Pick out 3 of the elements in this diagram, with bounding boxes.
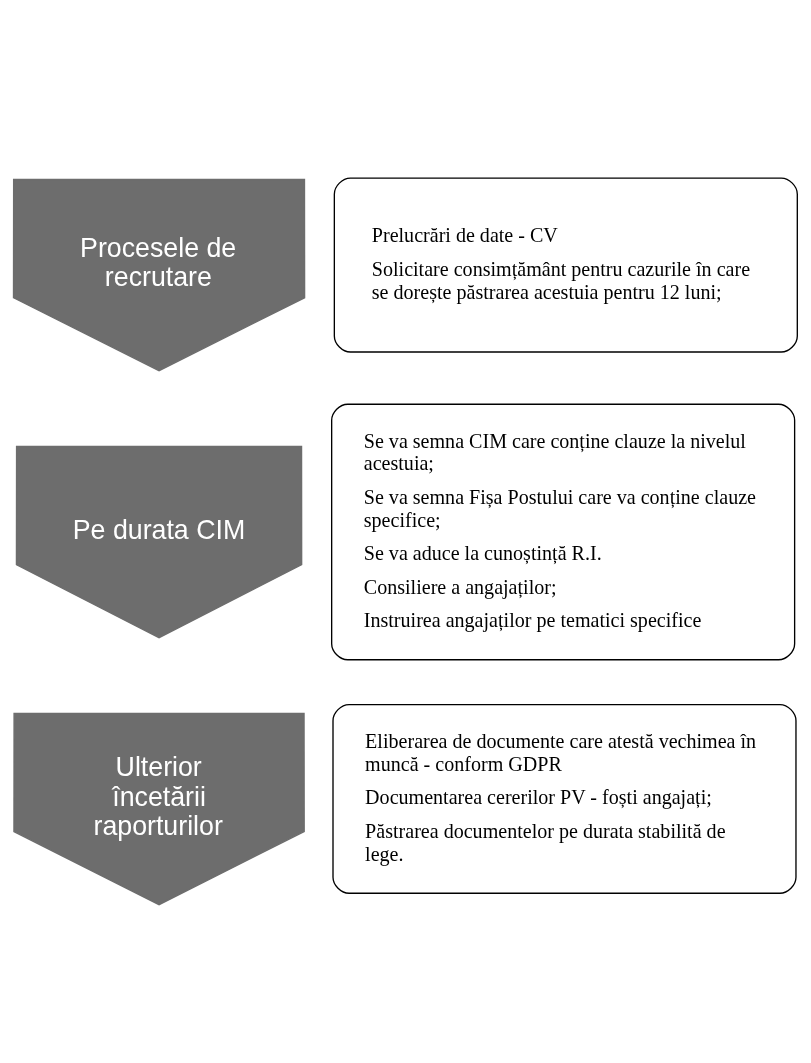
node-box: Prelucrări de date - CV Solicitare consimțământ pentru cazurile în care se dorește păstrarea acestuia pentru 12 luni;	[333, 176, 798, 353]
node-box: Se va semna CIM care conține clauze la nivelul acestuia; Se va semna Fișa Postului care va conține clauze specifice; Se va aduce la cunoștință R.I. Consiliere a angajaților; Instruirea angajaților pe tematici specifice	[331, 403, 796, 660]
node-box: Eliberarea de documente care atestă vechimea în muncă - conform GDPR Documentarea cererilor PV - foști angajați; Păstrarea documentelor pe durata stabilită de lege.	[332, 703, 797, 894]
